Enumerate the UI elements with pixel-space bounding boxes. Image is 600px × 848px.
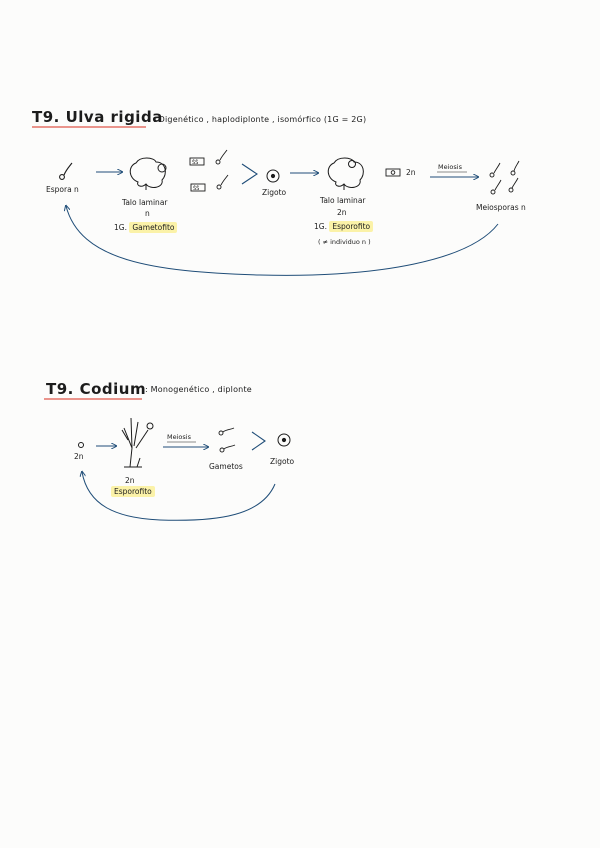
generation-label: 1G. Gametofito xyxy=(114,224,177,232)
generation-prefix: 1G. xyxy=(314,222,327,231)
ploidy-label: n xyxy=(145,210,150,218)
generation-label: 1G. Esporofito xyxy=(314,223,373,231)
ploidy-label: 2n xyxy=(74,453,84,461)
gamete-icon: ŠŠ xyxy=(191,175,228,192)
ploidy-label: 2n xyxy=(125,477,135,485)
section-subtitle: : Monogenético , diplonte xyxy=(145,386,252,394)
gametes-icon xyxy=(219,428,235,452)
zygote-label: Zigoto xyxy=(262,189,286,197)
gametophyte-highlight: Gametofito xyxy=(129,222,177,233)
meiosis-label: Meiosis xyxy=(438,164,462,171)
svg-text:ŠŠ: ŠŠ xyxy=(193,185,199,192)
generation-prefix: 1G. xyxy=(114,223,127,232)
svg-text:ŠŠ: ŠŠ xyxy=(192,159,198,166)
spore-icon xyxy=(79,443,84,448)
zygote-icon xyxy=(267,170,279,182)
spore-icon xyxy=(60,163,72,179)
fusion-chevron-icon xyxy=(242,164,257,184)
sporangium-icon xyxy=(386,169,400,176)
zygote-icon xyxy=(278,434,290,446)
thallus-icon xyxy=(130,158,166,190)
note-label: ( ≠ individuo n ) xyxy=(318,239,371,246)
section-title: T9. Codium xyxy=(46,382,146,397)
ploidy-label: 2n xyxy=(337,209,347,217)
meiospores-label: Meiosporas n xyxy=(476,204,526,212)
fusion-chevron-icon xyxy=(252,432,265,450)
section-title: T9. Ulva rigida xyxy=(32,110,163,125)
sporophyte-label: Esporofito xyxy=(111,488,155,496)
thallus-label: Talo laminar xyxy=(122,199,168,207)
ploidy-label: 2n xyxy=(406,169,416,177)
zygote-label: Zigoto xyxy=(270,458,294,466)
gamete-icon: ŠŠ xyxy=(190,150,227,166)
gametes-label: Gametos xyxy=(209,463,243,471)
section-subtitle: : Digenético , haplodiplonte , isomórfic… xyxy=(153,116,366,124)
spore-label: Espora n xyxy=(46,186,79,194)
thallus-label: Talo laminar xyxy=(320,197,366,205)
meiospores-icon xyxy=(490,161,519,194)
thallus-icon xyxy=(328,158,363,190)
cycle-return-arrow xyxy=(66,206,498,275)
codium-plant-icon xyxy=(122,418,153,467)
sporophyte-highlight: Esporofito xyxy=(111,486,155,497)
meiosis-label: Meiosis xyxy=(167,434,191,441)
sporophyte-highlight: Esporofito xyxy=(329,221,373,232)
